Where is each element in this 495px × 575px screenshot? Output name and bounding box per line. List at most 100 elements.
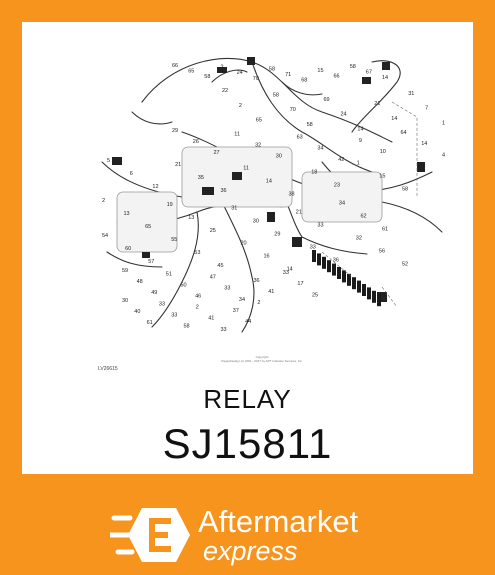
callout-number: 30 <box>122 298 128 304</box>
callout-number: 29 <box>172 128 178 134</box>
relay-symbol <box>347 273 351 286</box>
callout-number: 58 <box>184 324 190 330</box>
callout-number: 13 <box>188 215 194 221</box>
callout-number: 25 <box>312 292 318 298</box>
callout-number: 1 <box>442 120 445 126</box>
callout-number: 33 <box>171 312 177 318</box>
relay-symbol <box>337 267 341 279</box>
callout-number: 66 <box>334 74 340 80</box>
callout-number: 62 <box>361 213 367 219</box>
callout-number: 61 <box>382 226 388 232</box>
copyright-title: Copyright <box>255 355 269 359</box>
callout-number: 33 <box>317 223 323 229</box>
callout-number: 24 <box>237 70 243 76</box>
callout-number: 33 <box>224 286 230 292</box>
callout-number: 2 <box>196 305 199 311</box>
brand-footer: Aftermarket express <box>0 496 495 575</box>
callout-number: 58 <box>269 66 275 72</box>
callout-number: 5 <box>107 158 110 164</box>
callout-number: 11 <box>243 166 249 172</box>
callout-number: 14 <box>357 126 363 132</box>
callout-number: 10 <box>380 149 386 155</box>
callout-number: 68 <box>301 77 307 83</box>
callout-number: 11 <box>234 131 240 137</box>
callout-number: 60 <box>125 246 131 252</box>
relay-symbol <box>372 290 376 303</box>
callout-number: 33 <box>310 245 316 251</box>
callout-number: 32 <box>255 142 261 148</box>
relay-symbol <box>312 250 316 262</box>
callout-number: 45 <box>217 263 223 269</box>
callout-number: 27 <box>214 150 220 156</box>
part-name: RELAY <box>203 384 292 414</box>
callout-number: 34 <box>239 297 245 303</box>
callout-number: 63 <box>297 135 303 141</box>
relay-symbol <box>322 256 326 269</box>
copyright-notice: Copyright Page(display) (c) 2001 - 2017 … <box>172 355 352 363</box>
callout-number: 21 <box>175 162 181 168</box>
callout-number: 65 <box>256 118 262 124</box>
relay-symbol <box>362 284 366 296</box>
callout-number: 16 <box>264 254 270 260</box>
callout-number: 30 <box>276 154 282 160</box>
callout-number: 13 <box>124 211 130 217</box>
callout-number: 65 <box>145 224 151 230</box>
callout-number: 23 <box>334 183 340 189</box>
callout-number: 15 <box>379 173 385 179</box>
relay-symbol <box>352 277 356 290</box>
callout-number: 36 <box>254 278 260 284</box>
callout-number: 33 <box>283 270 289 276</box>
callout-number: 4 <box>442 152 445 158</box>
callout-number: 53 <box>194 250 200 256</box>
callout-number: 70 <box>253 76 259 82</box>
callout-number: 37 <box>233 308 239 314</box>
callout-number: 18 <box>311 170 317 176</box>
relay-symbol <box>357 280 361 293</box>
callout-number: 15 <box>317 68 323 74</box>
relay-symbol <box>327 260 331 273</box>
callout-number: 61 <box>147 320 153 326</box>
callout-number: 54 <box>102 233 108 239</box>
callout-number: 48 <box>137 279 143 285</box>
callout-number: 40 <box>134 309 140 315</box>
callout-number: 58 <box>204 74 210 80</box>
callout-number: 46 <box>195 294 201 300</box>
callout-number: 69 <box>324 97 330 103</box>
callout-number: 36 <box>333 258 339 264</box>
callout-number: 20 <box>241 241 247 247</box>
relay-symbol <box>317 253 321 266</box>
callout-number: 58 <box>402 186 408 192</box>
callout-number: 29 <box>274 232 280 238</box>
callout-number: 44 <box>245 319 251 325</box>
callout-number: 14 <box>421 141 427 147</box>
callout-number: 49 <box>151 290 157 296</box>
callout-number: 2 <box>221 65 224 71</box>
relay-symbol <box>377 294 381 307</box>
callout-number: 33 <box>221 327 227 333</box>
callout-number: 56 <box>379 248 385 254</box>
callout-number: 41 <box>208 316 214 322</box>
callout-number: 51 <box>166 271 172 277</box>
callout-number: 41 <box>268 289 274 295</box>
callout-number: 14 <box>382 75 388 81</box>
callout-number: 50 <box>181 282 187 288</box>
callout-number: 34 <box>339 200 345 206</box>
relay-symbol <box>367 287 371 300</box>
callout-number: 26 <box>193 139 199 145</box>
relay-symbol <box>342 270 346 283</box>
callout-number: 58 <box>307 122 313 128</box>
callout-number: 25 <box>210 228 216 234</box>
callout-number: 67 <box>366 70 372 76</box>
callout-number: 58 <box>350 64 356 70</box>
callout-number: 22 <box>222 88 228 94</box>
callout-number: 19 <box>167 202 173 208</box>
wiring-harness-illustration: 6665582247058716815665867142226558705869… <box>101 57 445 333</box>
callout-number: 57 <box>148 259 154 265</box>
callout-number: 58 <box>273 92 279 98</box>
callout-number: 21 <box>296 210 302 216</box>
callout-number: 6 <box>130 171 133 177</box>
brand-name-line2: express <box>203 536 298 566</box>
callout-number: 65 <box>188 69 194 75</box>
